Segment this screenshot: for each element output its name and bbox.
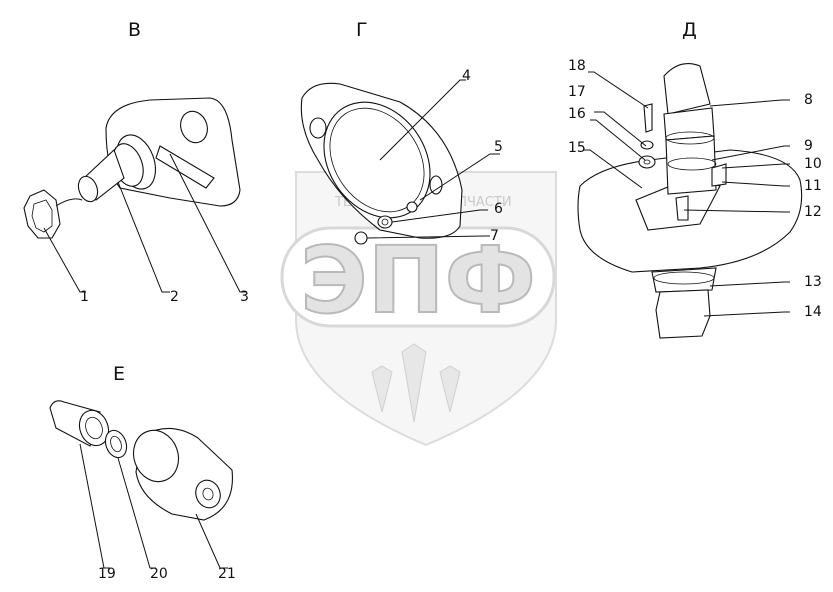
view-g-drawing <box>300 82 463 245</box>
callout-20: 20 <box>150 566 168 582</box>
view-label-e: Е <box>113 363 125 385</box>
callout-2: 2 <box>170 289 179 305</box>
callout-13: 13 <box>804 274 822 290</box>
callout-14: 14 <box>804 304 822 320</box>
callout-16: 16 <box>568 106 586 122</box>
callout-9: 9 <box>804 138 813 154</box>
callout-11: 11 <box>804 178 822 194</box>
callout-21: 21 <box>218 566 236 582</box>
view-label-g: Г <box>356 19 368 41</box>
callout-10: 10 <box>804 156 822 172</box>
callout-17: 17 <box>568 84 586 100</box>
view-v-drawing <box>23 97 241 239</box>
view-label-v: В <box>128 19 141 41</box>
callout-15: 15 <box>568 140 586 156</box>
view-label-d: Д <box>682 19 697 41</box>
view-e-drawing <box>49 400 233 521</box>
callout-4: 4 <box>462 68 471 84</box>
callout-3: 3 <box>240 289 249 305</box>
callout-8: 8 <box>804 92 813 108</box>
callout-19: 19 <box>98 566 116 582</box>
watermark-main: ЭПФ <box>300 227 536 334</box>
callout-5: 5 <box>494 139 503 155</box>
callout-6: 6 <box>494 201 503 217</box>
callout-18: 18 <box>568 58 586 74</box>
callout-7: 7 <box>490 228 499 244</box>
view-d-drawing <box>577 63 803 339</box>
callout-1: 1 <box>80 289 89 305</box>
callout-12: 12 <box>804 204 822 220</box>
